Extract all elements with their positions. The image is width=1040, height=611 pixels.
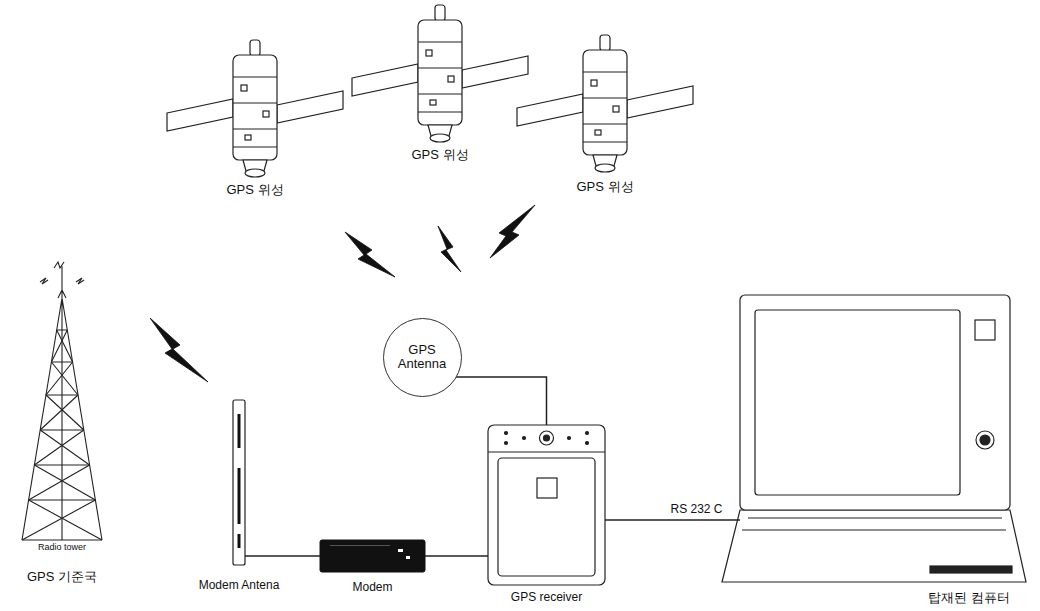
signal-bolt [490,205,535,258]
gps-receiver: GPS receiver [488,425,605,585]
modem-antenna-drawing [233,400,245,565]
node-caption: GPS 위성 [411,148,468,162]
cable-line [605,519,740,521]
modem-box: Modem [320,540,425,572]
node-caption: GPS receiver [511,591,582,604]
satellite-drawing [167,40,343,177]
node-caption: GPS 위성 [226,183,283,197]
node-caption: GPS 기준국 [27,570,97,584]
node-caption: Modem [352,581,392,594]
radio-tower: Radio towerGPS 기준국 [22,272,102,540]
signal-bolt [345,232,395,277]
node-label: GPS Antenna [391,343,453,372]
cable-line [245,555,320,557]
node-caption: GPS 위성 [576,180,633,194]
gps-satellite: GPS 위성 [233,40,277,177]
node-caption: Modem Antena [199,579,280,592]
node-caption: Radio tower [38,543,86,553]
radio-tower-drawing [22,262,102,540]
edge-label: RS 232 C [668,503,724,516]
gps-antenna-circle: GPS Antenna [383,318,462,397]
laptop-drawing [722,295,1026,582]
signal-bolt [150,318,208,382]
gps-satellite: GPS 위성 [583,35,627,172]
modem-antenna: Modem Antena [233,400,245,565]
satellite-drawing [517,35,693,172]
gps-satellite: GPS 위성 [418,5,462,142]
gps-receiver-drawing [488,425,605,585]
signal-bolts [150,205,535,382]
cable-line [456,377,546,425]
modem-drawing [320,540,425,572]
onboard-computer: 탑재된 컴퓨터 [740,295,1010,582]
satellite-drawing [352,5,528,142]
signal-bolt [438,226,461,272]
cable-line [425,555,488,557]
node-caption: 탑재된 컴퓨터 [928,591,1010,605]
